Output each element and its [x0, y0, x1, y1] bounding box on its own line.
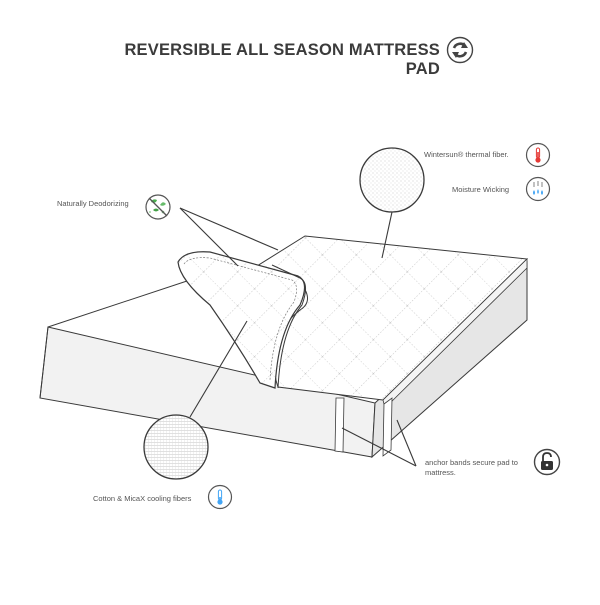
thermometer-cool-icon	[207, 484, 233, 510]
callout-deodorizing-line-1	[179, 207, 279, 251]
anchor-band-front	[334, 397, 345, 453]
mattress-pad	[231, 235, 529, 457]
label-cotton-micax: Cotton & MicaX cooling fibers	[93, 494, 192, 503]
callout-deodorizing-line-2	[179, 207, 239, 267]
thermometer-warm-icon	[525, 142, 551, 168]
anchor-band-right	[382, 397, 393, 457]
reversible-arrows-icon	[446, 36, 474, 64]
label-wintersun: Wintersun® thermal fiber.	[424, 150, 509, 159]
callout-wintersun-line	[381, 211, 393, 259]
leaf-icon	[145, 194, 171, 220]
callout-lines	[179, 207, 417, 467]
folded-flap	[177, 251, 306, 389]
water-droplets-icon	[525, 176, 551, 202]
texture-callout-bottom	[143, 414, 209, 480]
texture-callout-top	[359, 147, 425, 213]
callout-anchor-line-1	[341, 427, 417, 467]
label-anchor-bands: anchor bands secure pad to mattress.	[425, 458, 518, 477]
label-naturally-deodorizing: Naturally Deodorizing	[57, 199, 129, 208]
label-moisture-wicking: Moisture Wicking	[452, 185, 510, 194]
unlock-icon	[533, 448, 561, 476]
callout-anchor-line-2	[396, 419, 417, 467]
callout-cotton-line	[189, 320, 248, 418]
page-title: REVERSIBLE ALL SEASON MATTRESS PAD	[124, 41, 440, 78]
